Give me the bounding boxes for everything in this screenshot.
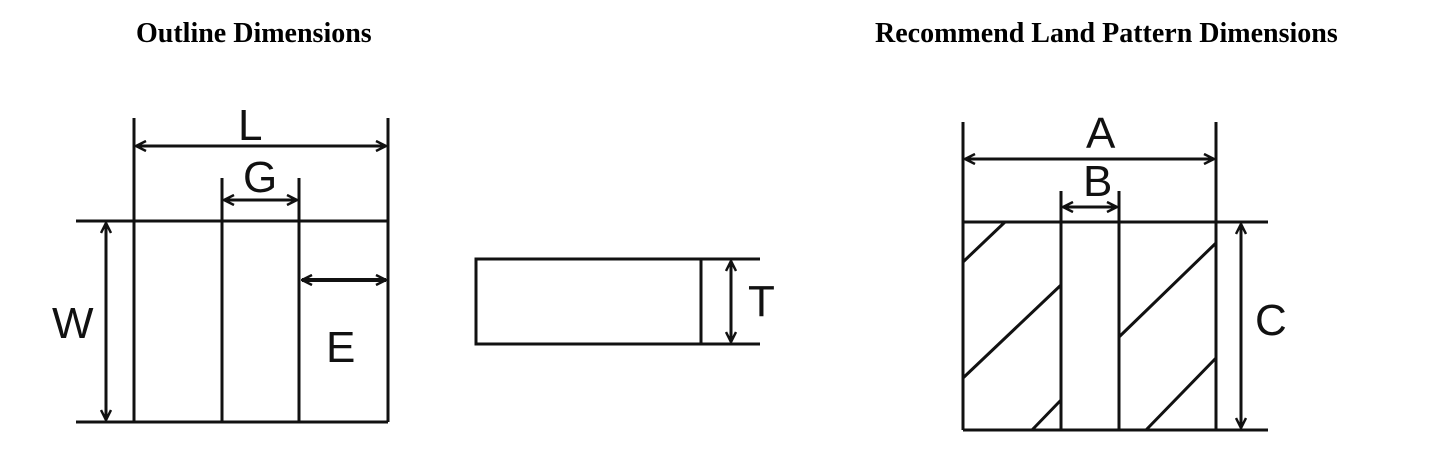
outline-side-view bbox=[474, 257, 760, 346]
label-A: A bbox=[1086, 109, 1116, 158]
label-L: L bbox=[238, 101, 262, 150]
label-W: W bbox=[52, 299, 94, 348]
pad-hatching bbox=[961, 220, 1218, 432]
label-E: E bbox=[326, 323, 355, 372]
label-T: T bbox=[748, 277, 775, 326]
label-C: C bbox=[1255, 296, 1287, 345]
label-B: B bbox=[1083, 157, 1112, 206]
outline-top-view bbox=[76, 118, 390, 424]
outline-dimensions-title: Outline Dimensions bbox=[136, 18, 372, 49]
land-pattern-title: Recommend Land Pattern Dimensions bbox=[875, 18, 1338, 49]
label-G: G bbox=[243, 153, 277, 202]
land-pattern-view bbox=[961, 122, 1268, 432]
